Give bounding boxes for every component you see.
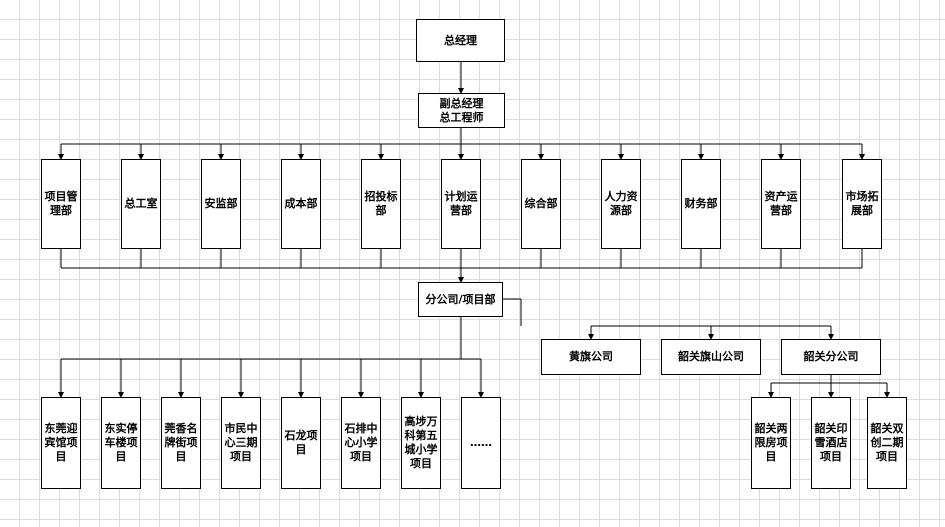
node-label: 成本部 bbox=[284, 197, 318, 210]
node-label: 韶关旗山公司 bbox=[678, 350, 744, 363]
node-project-guanxiang-street: 莞香名 牌街项 目 bbox=[161, 397, 201, 489]
node-label: 财务部 bbox=[684, 197, 718, 210]
node-general-manager: 总经理 bbox=[416, 19, 505, 62]
node-dept-safety: 安监部 bbox=[201, 159, 241, 249]
node-label: 安监部 bbox=[204, 197, 238, 210]
node-dept-general-affairs: 综合部 bbox=[521, 159, 561, 249]
node-company-huangqi: 黄旗公司 bbox=[541, 339, 641, 375]
node-label: 综合部 bbox=[524, 197, 558, 210]
node-label: 石龙项 目 bbox=[284, 429, 318, 456]
node-project-shipai-school: 石排中 心小学 项目 bbox=[341, 397, 381, 489]
node-dept-asset-operations: 资产运 营部 bbox=[761, 159, 801, 249]
node-label: 黄旗公司 bbox=[569, 350, 613, 363]
node-label: 资产运 营部 bbox=[764, 190, 798, 217]
node-dept-cost: 成本部 bbox=[281, 159, 321, 249]
node-label: 招投标 部 bbox=[364, 190, 398, 217]
node-label: 韶关双 创二期 项目 bbox=[870, 422, 904, 463]
node-label: 项目管 理部 bbox=[44, 190, 78, 217]
node-label: 市场拓 展部 bbox=[845, 190, 879, 217]
node-project-dongshi-parking: 东实停 车楼项 目 bbox=[101, 397, 141, 489]
node-project-shaoguan-shuangchuang: 韶关双 创二期 项目 bbox=[867, 397, 907, 489]
node-label: 人力资 源部 bbox=[604, 190, 638, 217]
node-company-shaoguan-branch: 韶关分公司 bbox=[781, 339, 881, 375]
node-label: 分公司/项目部 bbox=[425, 292, 496, 306]
node-project-gaobu-vanke-school: 高埗万 科第五 城小学 项目 bbox=[401, 397, 441, 489]
node-deputy-gm-chief-engineer: 副总经理 总工程师 bbox=[418, 93, 505, 128]
node-project-dongguan-yingbinguan: 东莞迎 宾馆项 目 bbox=[41, 397, 81, 489]
node-project-shaoguan-yinxue-hotel: 韶关印 雪酒店 项目 bbox=[811, 397, 851, 489]
node-label: 东莞迎 宾馆项 目 bbox=[44, 422, 78, 463]
node-label: 副总经理 总工程师 bbox=[439, 96, 484, 124]
node-dept-planning-operations: 计划运 营部 bbox=[441, 159, 481, 249]
node-label: …… bbox=[470, 436, 492, 449]
node-label: 韶关印 雪酒店 项目 bbox=[814, 422, 848, 463]
node-label: 高埗万 科第五 城小学 项目 bbox=[404, 415, 438, 470]
node-project-shilong: 石龙项 目 bbox=[281, 397, 321, 489]
node-dept-bidding: 招投标 部 bbox=[361, 159, 401, 249]
node-dept-finance: 财务部 bbox=[681, 159, 721, 249]
node-dept-human-resources: 人力资 源部 bbox=[601, 159, 641, 249]
node-project-shaoguan-housing: 韶关两 限房项 目 bbox=[751, 397, 791, 489]
node-label: 总经理 bbox=[444, 33, 477, 47]
node-project-more: …… bbox=[461, 397, 501, 489]
node-branch-project-dept: 分公司/项目部 bbox=[418, 282, 503, 317]
node-label: 计划运 营部 bbox=[444, 190, 478, 217]
node-label: 莞香名 牌街项 目 bbox=[164, 422, 198, 463]
node-label: 市民中 心三期 项目 bbox=[224, 422, 258, 463]
node-dept-project-management: 项目管 理部 bbox=[41, 159, 81, 249]
node-label: 韶关两 限房项 目 bbox=[754, 422, 788, 463]
node-dept-chief-engineer-office: 总工室 bbox=[121, 159, 161, 249]
node-company-shaoguan-qishan: 韶关旗山公司 bbox=[661, 339, 761, 375]
node-dept-market-expansion: 市场拓 展部 bbox=[842, 159, 882, 249]
node-label: 东实停 车楼项 目 bbox=[104, 422, 138, 463]
node-label: 石排中 心小学 项目 bbox=[344, 422, 378, 463]
node-project-civic-center-phase3: 市民中 心三期 项目 bbox=[221, 397, 261, 489]
node-label: 韶关分公司 bbox=[803, 350, 859, 363]
node-label: 总工室 bbox=[124, 197, 158, 210]
